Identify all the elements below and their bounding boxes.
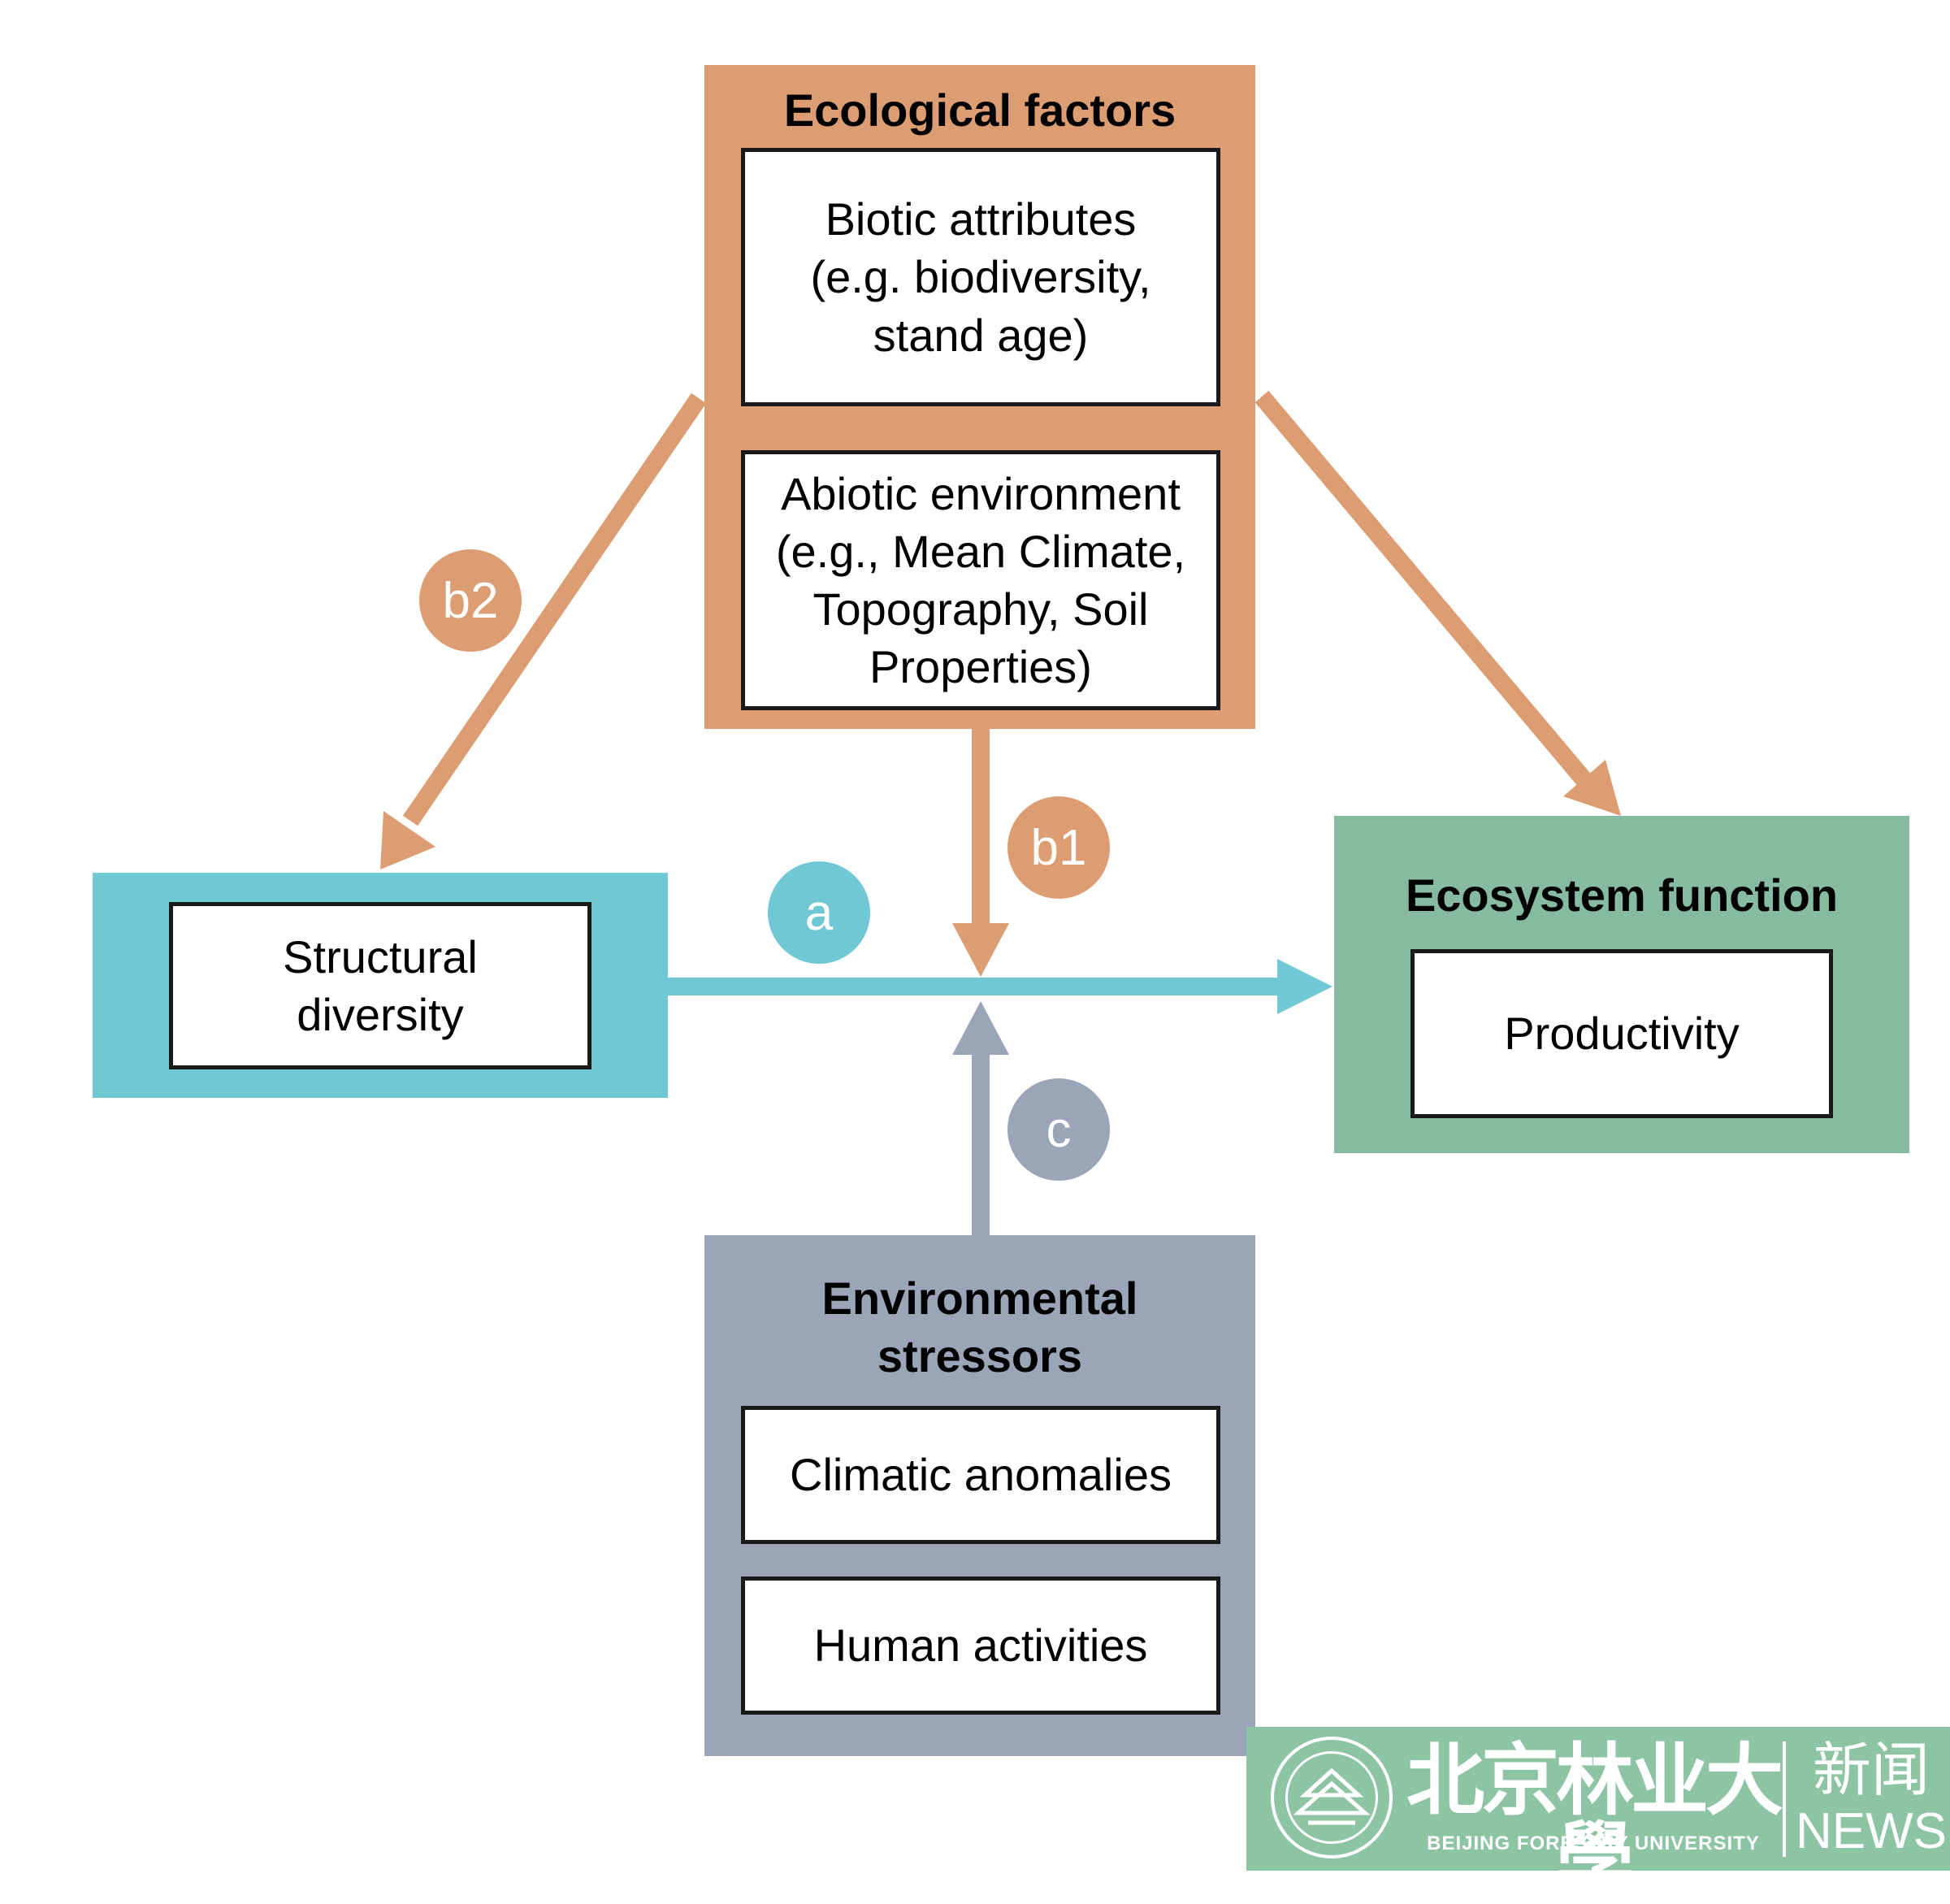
arrow-b2 [402, 393, 707, 826]
abiotic-line-3: Topography, Soil [812, 583, 1149, 635]
ecological-factors-box: Ecological factors Biotic attributes (e.… [704, 65, 1255, 729]
university-name-en: BEIJING FORESTRY UNIVERSITY [1427, 1832, 1760, 1854]
human-activities-box: Human activities [741, 1577, 1220, 1715]
arrow-c-head [952, 1001, 1009, 1055]
environmental-stressors-box: Environmental stressors Climatic anomali… [704, 1235, 1255, 1756]
abiotic-line-2: (e.g., Mean Climate, [775, 525, 1186, 577]
arrow-b2-head [380, 811, 436, 870]
arrow-a-head [1277, 959, 1332, 1014]
arrow-b1-head [952, 923, 1009, 977]
ecosystem-function-title: Ecosystem function [1405, 870, 1839, 921]
arrow-eco-to-function [1254, 390, 1592, 787]
productivity-label: Productivity [1504, 1008, 1740, 1060]
structural-diversity-box: Structural diversity [93, 873, 668, 1098]
structural-line-1: Structural [283, 930, 478, 982]
human-activities-label: Human activities [813, 1620, 1148, 1672]
news-label-cn: 新闻 [1812, 1738, 1930, 1803]
abiotic-line-4: Properties) [869, 641, 1092, 693]
biotic-attributes-box: Biotic attributes (e.g. biodiversity, st… [741, 148, 1220, 406]
environmental-stressors-title: Environmental stressors [704, 1269, 1255, 1385]
productivity-box: Productivity [1410, 949, 1833, 1118]
structural-diversity-inner: Structural diversity [169, 902, 592, 1069]
watermark-divider [1783, 1741, 1786, 1857]
badge-a: a [768, 861, 870, 964]
abiotic-environment-box: Abiotic environment (e.g., Mean Climate,… [741, 450, 1220, 710]
university-seal-icon [1271, 1737, 1393, 1858]
badge-c: c [1008, 1078, 1110, 1181]
biotic-line-3: stand age) [873, 309, 1089, 361]
news-label-en: NEWS [1796, 1803, 1947, 1859]
ecosystem-function-box: Ecosystem function Productivity [1334, 816, 1909, 1153]
university-name-cn: 北京林业大學 [1406, 1734, 1783, 1904]
ecological-factors-title: Ecological factors [783, 85, 1176, 136]
badge-b2: b2 [419, 549, 522, 652]
university-watermark: 北京林业大學 BEIJING FORESTRY UNIVERSITY 新闻 NE… [1246, 1727, 1950, 1897]
climatic-anomalies-label: Climatic anomalies [790, 1449, 1172, 1501]
biotic-line-1: Biotic attributes [825, 193, 1137, 245]
climatic-anomalies-box: Climatic anomalies [741, 1406, 1220, 1544]
abiotic-line-1: Abiotic environment [781, 467, 1181, 519]
biotic-line-2: (e.g. biodiversity, [810, 251, 1151, 303]
stressors-title-line-1: Environmental [821, 1273, 1138, 1324]
badge-b1: b1 [1008, 796, 1110, 899]
stressors-title-line-2: stressors [877, 1330, 1083, 1382]
arrow-eco-to-function-head [1563, 760, 1621, 816]
structural-line-2: diversity [297, 989, 464, 1040]
